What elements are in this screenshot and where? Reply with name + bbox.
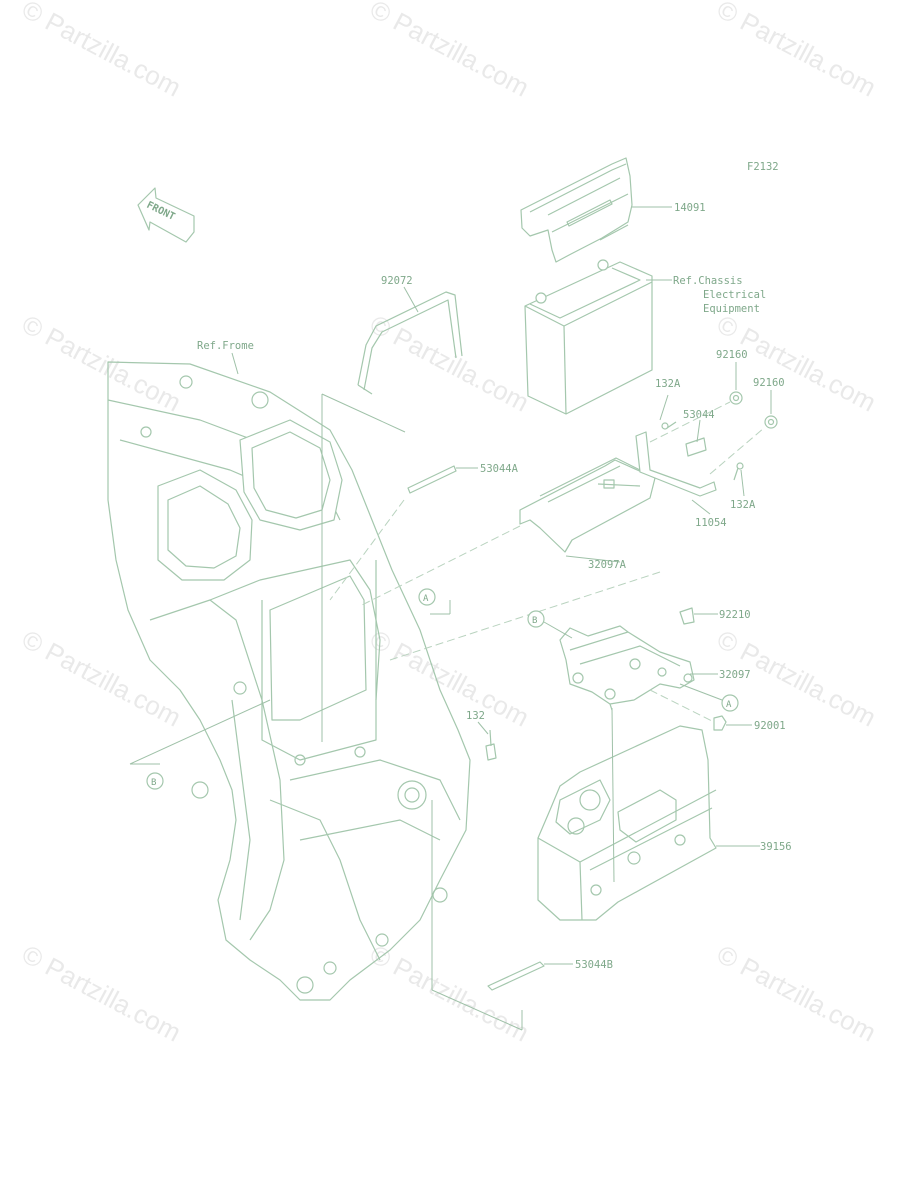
guide-line [321,393,406,433]
bolt-132A-top [661,421,677,430]
leader-53044 [696,419,701,443]
guide-line [543,621,573,639]
watermark: © Partzilla.com [365,309,534,418]
callout-b-frame: B [146,772,164,790]
watermark: © Partzilla.com [17,0,186,103]
bolt-132 [485,729,497,761]
nut-92160-a [729,391,743,405]
svg-text:B: B [151,778,156,788]
callout-a-bracket: A [721,694,739,712]
leader-132A-top [659,394,669,421]
label-32097: 32097 [719,669,751,681]
guide-line [129,699,271,765]
label-132: 132 [466,710,485,722]
diagram-id: F2132 [747,161,779,173]
bolt-92001 [649,689,727,731]
centerline [649,401,731,443]
watermark: © Partzilla.com [17,624,186,733]
guide-line [679,683,723,701]
label-53044A: 53044A [480,463,519,475]
centerline [359,525,521,607]
leader-11054 [691,499,711,515]
label-11054: 11054 [695,517,727,529]
leader-92072 [403,286,419,313]
leader-ref-frame [231,352,239,375]
guide-line [611,707,615,883]
battery-cover [520,157,633,263]
label-ref-chassis-1: Ref.Chassis [673,275,743,287]
svg-text:A: A [423,594,429,604]
label-92160-b: 92160 [753,377,785,389]
battery-strap [357,291,463,395]
label-132A-top: 132A [655,378,681,390]
cover-39156 [537,725,717,921]
label-14091: 14091 [674,202,706,214]
label-92210: 92210 [719,609,751,621]
centerline [329,499,405,601]
motorcycle-frame [107,361,471,1001]
battery-case [519,457,656,553]
pin-53044B [487,961,545,991]
watermark: © Partzilla.com [17,939,186,1048]
label-ref-chassis-3: Equipment [703,303,760,315]
label-53044: 53044 [683,409,715,421]
label-92160-a: 92160 [716,349,748,361]
label-53044B: 53044B [575,959,613,971]
front-arrow-icon: FRONT [137,187,195,243]
callout-a-frame: A [418,588,436,606]
watermark: © Partzilla.com [365,0,534,103]
pin-53044A [407,465,457,494]
battery [524,259,653,415]
leader-132A-right [740,469,745,497]
label-92001: 92001 [754,720,786,732]
bracket-32097 [559,607,695,711]
label-ref-chassis-2: Electrical [703,289,766,301]
watermark: © Partzilla.com [712,939,881,1048]
watermark: © Partzilla.com [712,0,881,103]
label-92072: 92072 [381,275,413,287]
bolt-132A-right [733,462,744,481]
bracket-11054 [635,431,717,497]
svg-text:B: B [532,616,537,626]
leader-32097A [565,555,621,563]
leader-132 [477,721,489,735]
label-39156: 39156 [760,841,792,853]
label-ref-frame: Ref.Frome [197,340,254,352]
guide-line [431,989,523,1031]
callout-b-bracket: B [527,610,545,628]
watermark: © Partzilla.com [365,939,534,1048]
nut-92160-b [764,415,778,429]
label-32097A: 32097A [588,559,627,571]
label-132A-right: 132A [730,499,756,511]
svg-text:A: A [726,700,732,710]
watermarks: © Partzilla.com © Partzilla.com © Partzi… [17,0,881,1048]
